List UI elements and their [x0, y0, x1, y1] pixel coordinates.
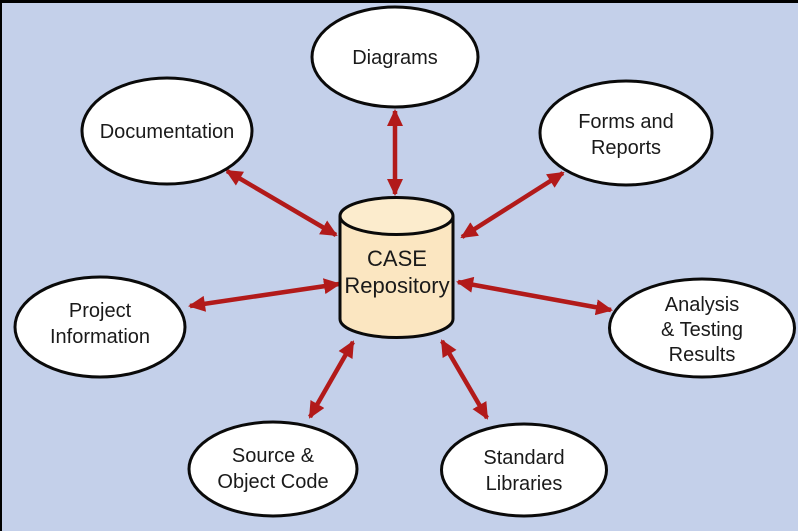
label-analysis-testing-line3: Results: [669, 344, 736, 366]
node-ellipse-project-information: [13, 275, 187, 379]
node-ellipse-source-object-code: [187, 420, 359, 518]
arrow-source-object-code-repository: [308, 340, 355, 419]
label-standard-libraries-line2: Libraries: [486, 473, 563, 495]
label-source-object-code-line1: Source &: [232, 445, 315, 467]
arrow-documentation-repository: [225, 169, 338, 237]
label-forms-and-reports-line1: Forms and: [578, 111, 674, 133]
label-documentation: Documentation: [100, 121, 235, 143]
frame-left-border: [0, 0, 2, 531]
label-project-information-line2: Information: [50, 326, 150, 348]
label-forms-and-reports-line2: Reports: [591, 137, 661, 159]
repository-cylinder: [338, 196, 455, 339]
node-ellipse-documentation: [80, 76, 254, 186]
node-ellipse-diagrams: [310, 5, 480, 109]
label-repository-line2: Repository: [344, 273, 449, 298]
cylinder-body: [338, 216, 455, 339]
node-ellipse-standard-libraries: [440, 422, 608, 518]
node-ellipse-analysis-testing-results: [608, 277, 796, 379]
arrows-layer: [188, 109, 613, 420]
labels-layer: Diagrams Documentation Forms and Reports…: [50, 47, 743, 495]
label-project-information-line1: Project: [69, 300, 132, 322]
label-analysis-testing-line2: & Testing: [661, 319, 743, 341]
cylinder-top: [338, 196, 455, 236]
label-source-object-code-line2: Object Code: [217, 471, 328, 493]
label-diagrams: Diagrams: [352, 47, 438, 69]
label-analysis-testing-line1: Analysis: [665, 294, 739, 316]
arrow-project-information-repository: [188, 278, 341, 312]
nodes-layer: [13, 5, 796, 518]
label-standard-libraries-line1: Standard: [483, 447, 564, 469]
label-repository-line1: CASE: [367, 246, 427, 271]
arrow-forms-reports-repository: [460, 171, 565, 239]
frame-top-border: [0, 0, 798, 3]
arrow-standard-libraries-repository: [440, 339, 489, 420]
node-ellipse-forms-and-reports: [538, 79, 714, 187]
arrow-analysis-testing-repository: [456, 276, 613, 316]
